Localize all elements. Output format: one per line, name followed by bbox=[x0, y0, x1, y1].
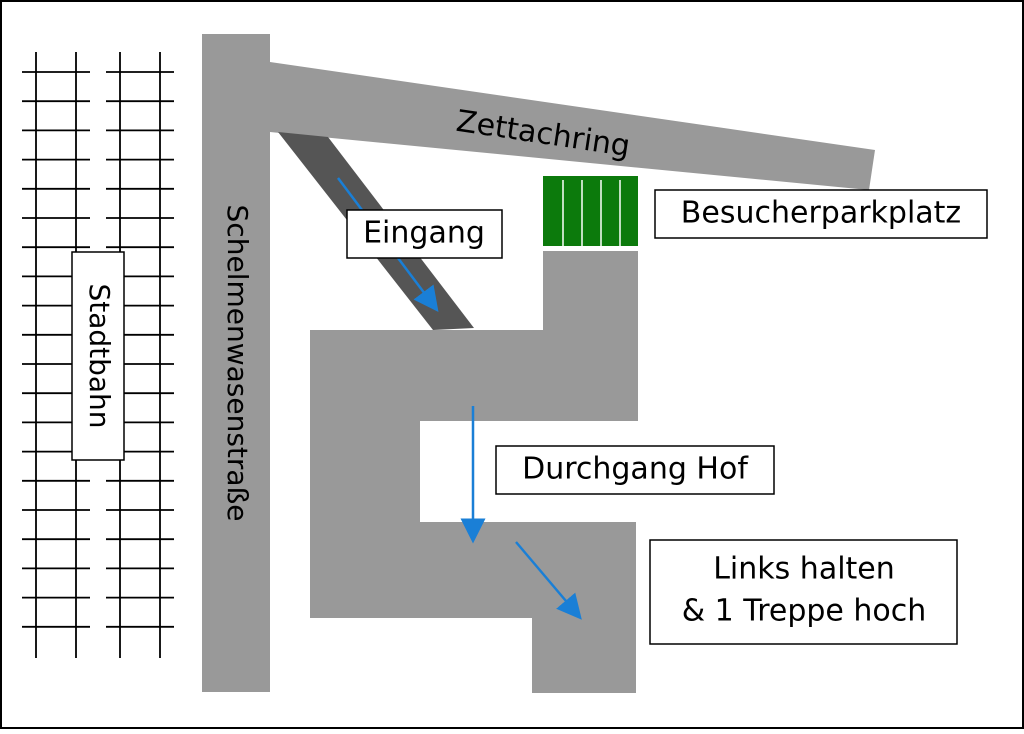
rail-label-box: Stadtbahn bbox=[71, 251, 125, 461]
courtyard-label-box: Durchgang Hof bbox=[495, 445, 775, 495]
courtyard-label: Durchgang Hof bbox=[522, 452, 749, 487]
directions-label-box: Links halten & 1 Treppe hoch bbox=[649, 539, 958, 645]
entrance-label-box: Eingang bbox=[346, 209, 503, 259]
building bbox=[310, 251, 638, 693]
entrance-label: Eingang bbox=[363, 216, 485, 251]
directions-line-2: & 1 Treppe hoch bbox=[682, 594, 927, 629]
rail-label: Stadtbahn bbox=[83, 283, 116, 428]
parking-area bbox=[543, 176, 638, 246]
parking-lot bbox=[543, 176, 638, 246]
parking-label-box: Besucherparkplatz bbox=[654, 189, 988, 239]
directions-line-1: Links halten bbox=[713, 552, 895, 587]
street-ring bbox=[270, 62, 875, 190]
rail-tracks bbox=[22, 52, 174, 658]
street-vertical bbox=[202, 34, 270, 692]
street-vertical-label: Schelmenwasenstraße bbox=[221, 205, 254, 522]
parking-label: Besucherparkplatz bbox=[681, 196, 961, 231]
route-arrow-stairs bbox=[515, 541, 582, 620]
